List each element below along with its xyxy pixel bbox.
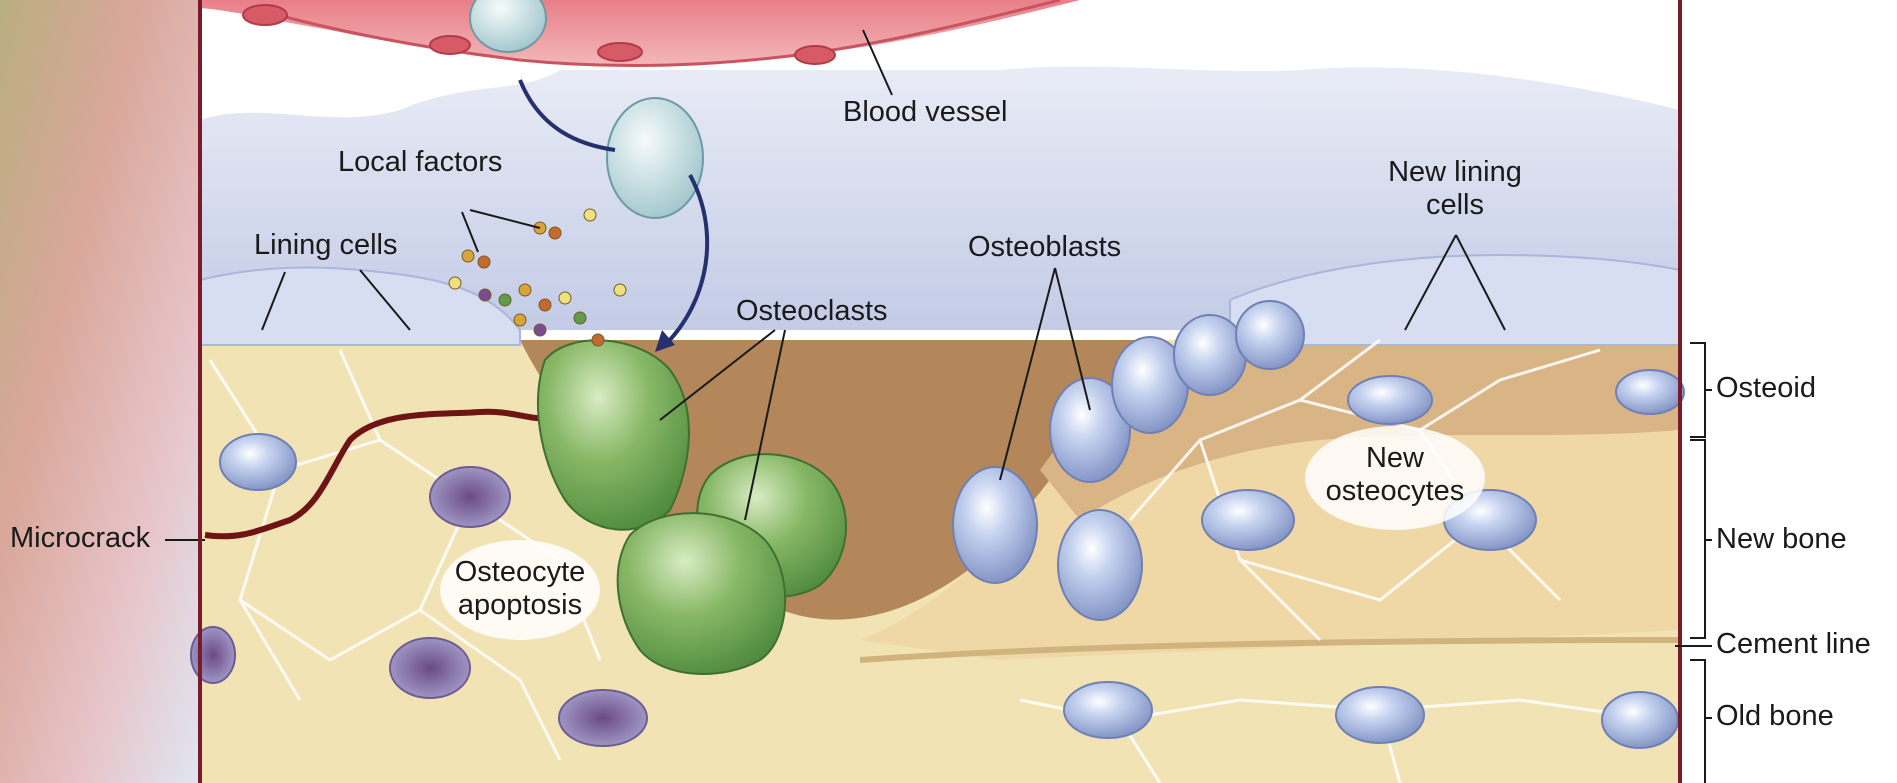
label-new-osteocytes-line1: New xyxy=(1300,442,1490,475)
label-cement-line: Cement line xyxy=(1716,628,1871,661)
label-new-bone: New bone xyxy=(1716,523,1847,556)
label-osteocyte-apoptosis-line2: apoptosis xyxy=(440,589,600,622)
label-blood-vessel: Blood vessel xyxy=(843,96,1007,129)
label-local-factors: Local factors xyxy=(338,146,502,179)
label-new-osteocytes-line2: osteocytes xyxy=(1300,475,1490,508)
label-osteoclasts: Osteoclasts xyxy=(736,295,888,328)
label-new-lining-cells: New lining cells xyxy=(1370,156,1540,223)
label-microcrack: Microcrack xyxy=(10,522,150,555)
label-osteocyte-apoptosis: Osteocyte apoptosis xyxy=(440,556,600,623)
label-osteocyte-apoptosis-line1: Osteocyte xyxy=(440,556,600,589)
label-new-lining-cells-line2: cells xyxy=(1370,189,1540,222)
label-old-bone: Old bone xyxy=(1716,700,1834,733)
label-new-osteocytes: New osteocytes xyxy=(1300,442,1490,509)
label-lining-cells: Lining cells xyxy=(254,229,397,262)
label-new-lining-cells-line1: New lining xyxy=(1370,156,1540,189)
label-osteoid: Osteoid xyxy=(1716,372,1816,405)
label-osteoblasts: Osteoblasts xyxy=(968,231,1121,264)
left-background-band xyxy=(0,0,200,783)
